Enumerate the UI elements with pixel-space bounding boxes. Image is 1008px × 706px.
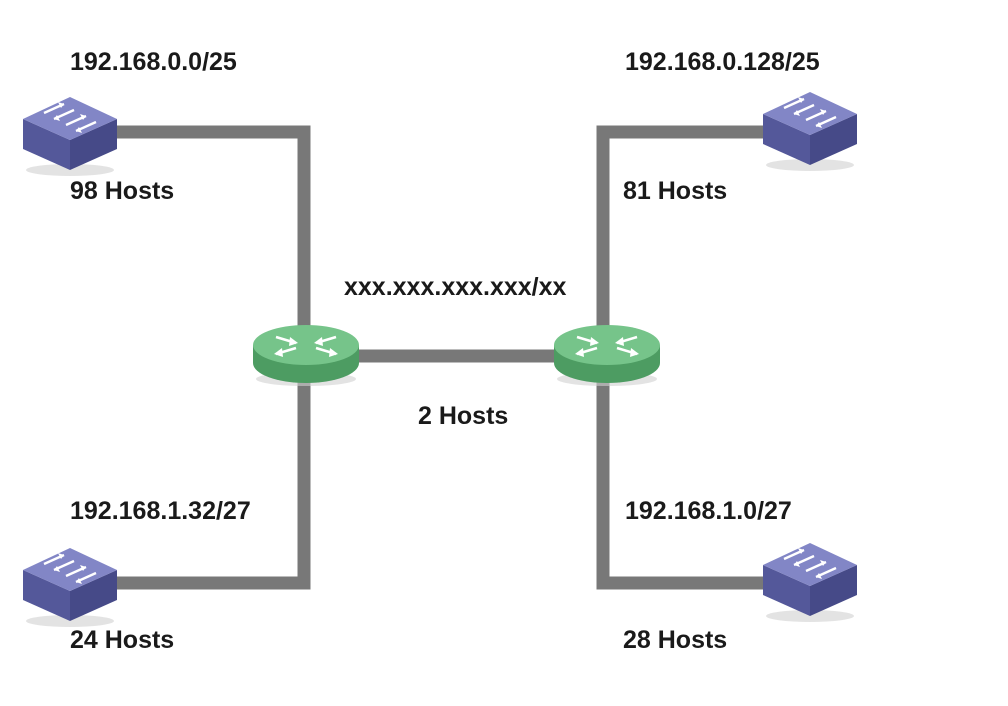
subnet-label-router-link: xxx.xxx.xxx.xxx/xx xyxy=(344,273,567,301)
hosts-label-top-right: 81 Hosts xyxy=(623,177,727,205)
subnet-label-bottom-left: 192.168.1.32/27 xyxy=(70,497,251,525)
link-top-right xyxy=(596,125,770,350)
hosts-label-bottom-right: 28 Hosts xyxy=(623,626,727,654)
hosts-label-router-link: 2 Hosts xyxy=(418,402,508,430)
switch-bottom-right-icon xyxy=(761,541,859,624)
subnet-label-top-left: 192.168.0.0/25 xyxy=(70,48,237,76)
router-right-icon xyxy=(552,323,662,388)
hosts-label-bottom-left: 24 Hosts xyxy=(70,626,174,654)
hosts-label-top-left: 98 Hosts xyxy=(70,177,174,205)
link-bottom-right xyxy=(596,370,770,590)
subnet-label-top-right: 192.168.0.128/25 xyxy=(625,48,820,76)
switch-top-left-icon xyxy=(21,95,119,178)
link-top-left xyxy=(110,125,311,350)
switch-bottom-left-icon xyxy=(21,546,119,629)
subnet-label-bottom-right: 192.168.1.0/27 xyxy=(625,497,792,525)
link-bottom-left xyxy=(110,370,311,590)
switch-top-right-icon xyxy=(761,90,859,173)
router-left-icon xyxy=(251,323,361,388)
